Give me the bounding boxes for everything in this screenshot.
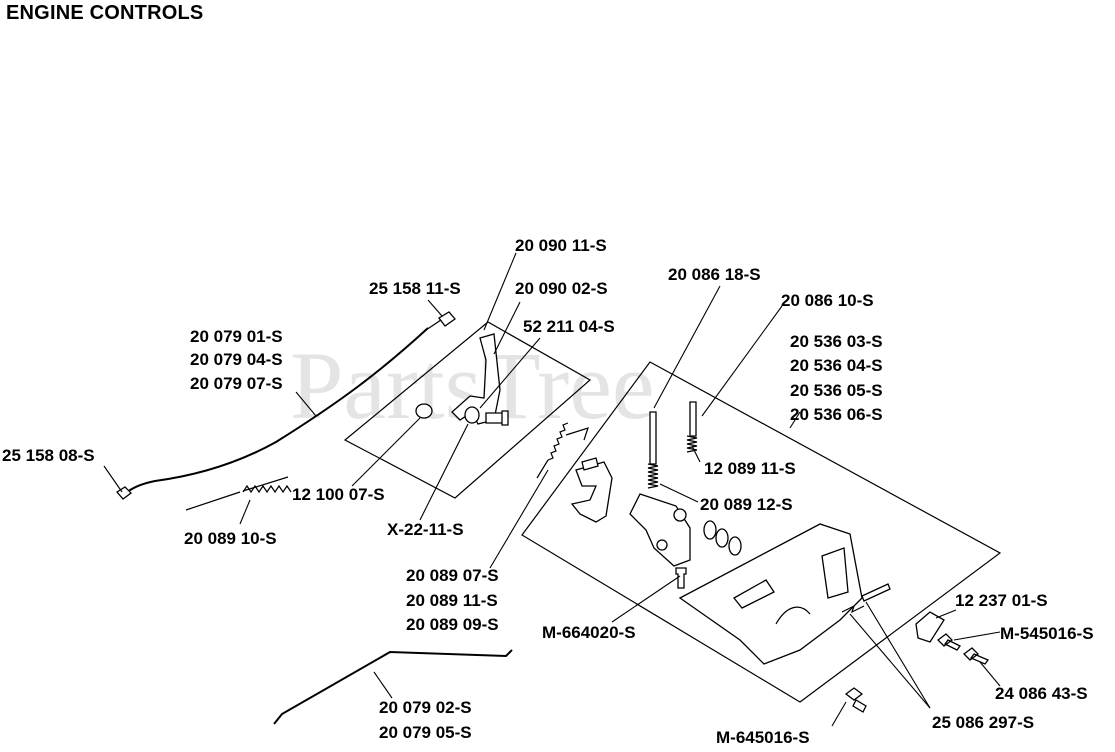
spring-25-086-297-b (861, 583, 891, 602)
part-label: X-22-11-S (387, 520, 464, 539)
lever-group-box (343, 321, 592, 499)
part-label: 25 158 11-S (369, 279, 461, 298)
part-label: 25 086 297-S (932, 713, 1034, 732)
part-labels: 20 090 11-S 25 158 11-S 20 090 02-S 20 0… (2, 236, 1094, 747)
control-plate (629, 493, 691, 567)
part-label: 20 090 02-S (515, 279, 608, 298)
screw-20-086-18 (649, 411, 657, 465)
washer-a (703, 520, 717, 540)
part-label: 12 089 11-S (704, 459, 796, 478)
part-label: 20 079 07-S (190, 374, 283, 393)
bolt-m-545016 (937, 633, 961, 651)
part-label: M-545016-S (1000, 624, 1094, 643)
plate-hole-2 (656, 539, 668, 551)
part-label: 20 079 02-S (379, 698, 472, 717)
washer-c (728, 536, 742, 556)
stud-bolt (581, 457, 599, 471)
part-label: 20 086 18-S (668, 265, 761, 284)
part-label: 25 158 08-S (2, 446, 95, 465)
clip-12-237-01 (915, 611, 945, 643)
part-label: 20 089 12-S (700, 495, 793, 514)
washer-52-211-04 (464, 406, 480, 424)
throttle-rod-lower (273, 649, 513, 725)
part-label: 20 079 01-S (190, 327, 283, 346)
bracket-group-box (521, 361, 1002, 703)
throttle-cable-upper (125, 327, 429, 494)
leader-lines (103, 252, 1001, 727)
part-label: 20 090 11-S (515, 236, 607, 255)
choke-bracket (570, 461, 613, 523)
cable-clip-25-158-11 (438, 311, 456, 327)
part-label: 20 536 04-S (790, 356, 883, 375)
part-label: 20 089 11-S (406, 591, 498, 610)
spring-12-089-11 (686, 435, 698, 453)
screw-20-086-10 (689, 401, 697, 437)
spring-20-089-12 (647, 463, 659, 489)
part-label: 20 079 05-S (379, 723, 472, 742)
part-label: 20 089 07-S (406, 566, 499, 585)
part-label: 52 211 04-S (523, 317, 615, 336)
part-label: 12 237 01-S (955, 591, 1048, 610)
part-label: 20 086 10-S (781, 291, 874, 310)
part-label: 20 089 09-S (406, 615, 499, 634)
bolt-24-086-43 (963, 647, 990, 665)
extension-spring-20-089-07 (536, 422, 589, 479)
bracket-slot (733, 579, 775, 609)
part-label: 20 089 10-S (184, 529, 277, 548)
part-label: M-664020-S (542, 623, 636, 642)
page-title: ENGINE CONTROLS (6, 2, 204, 24)
return-spring-20-089-10 (185, 476, 289, 511)
bracket-arc (775, 606, 811, 625)
spring-25-086-297-a (841, 604, 865, 614)
part-label: 24 086 43-S (995, 684, 1088, 703)
part-label: 20 536 05-S (790, 381, 883, 400)
part-label: 12 100 07-S (292, 485, 385, 504)
bolt-m-645016 (844, 687, 867, 713)
spring-coil-20-089-10 (242, 484, 292, 494)
part-label: 20 079 04-S (190, 350, 283, 369)
plate-hole-1 (673, 508, 687, 522)
screw-m-664020 (675, 567, 687, 589)
part-label: 20 536 06-S (790, 405, 883, 424)
shoulder-bolt-x-22-11 (485, 410, 509, 426)
nut-12-100-07 (415, 403, 433, 419)
washer-b (715, 528, 729, 548)
bracket-tab (821, 547, 849, 599)
cable-clip-25-158-08 (116, 486, 132, 500)
part-label: M-645016-S (716, 728, 810, 747)
part-label: 20 536 03-S (790, 332, 883, 351)
